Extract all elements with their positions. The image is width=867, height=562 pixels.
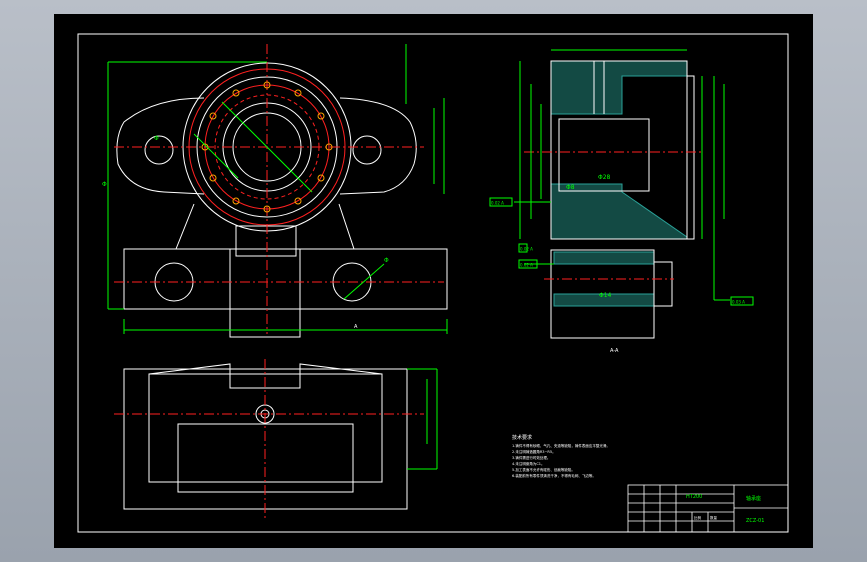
front-view-red: [114, 44, 444, 334]
front-view-dims: [107, 44, 448, 334]
section-outer: [550, 60, 688, 240]
title-block-part-name: 轴承座: [746, 495, 761, 502]
tolerance-text-4: 0.03 A: [732, 300, 745, 305]
tolerance-text-3: 0.02 A: [520, 247, 533, 252]
title-block-qty-label: 数量: [710, 515, 718, 520]
dim-text-height: Φ: [102, 181, 107, 188]
front-view: [116, 62, 448, 338]
dim-text-section-bottom: Φ14: [599, 292, 612, 299]
title-block-material: HT200: [686, 494, 702, 500]
top-view-dims: [407, 368, 438, 470]
title-block-scale-label: 比例: [694, 515, 702, 520]
section-hatch-lower-1: [553, 251, 655, 265]
tech-req-item-1: 1.铸件不得有砂眼、气孔、夹渣等缺陷，铸件表面应平整光滑。: [512, 443, 610, 448]
dim-text-left-bore: Φ: [154, 135, 159, 142]
left-lug-hole: [144, 135, 174, 165]
technical-requirements: 技术要求 1.铸件不得有砂眼、气孔、夹渣等缺陷，铸件表面应平整光滑。 2.未注明…: [512, 434, 610, 478]
tolerance-text-2: 0.02 A: [520, 263, 533, 268]
dim-text-section-bore: Φ28: [598, 174, 611, 181]
tech-req-item-4: 4.未注明倒角为C1。: [512, 461, 545, 466]
tolerance-frame-3: [518, 243, 528, 253]
dim-text-right-bore: Φ: [384, 257, 389, 264]
dim-text-section-small: Φ8: [566, 184, 575, 191]
tolerance-frames: [489, 197, 754, 306]
cad-drawing-canvas[interactable]: Φ Φ Φ: [54, 14, 813, 548]
drawing-svg: Φ Φ Φ: [77, 33, 789, 533]
tech-req-item-3: 3.铸件需进行时效处理。: [512, 455, 550, 460]
section-outline: [550, 60, 695, 339]
base-block: [123, 248, 448, 310]
section-lower-stub: [653, 261, 673, 307]
tech-req-title: 技术要求: [512, 434, 532, 441]
tolerance-frame-1: [489, 197, 513, 207]
tolerance-text-1: 0.02 A: [491, 201, 504, 206]
outer-frame: [77, 33, 789, 533]
tech-req-item-6: 6.装配前所有零件须清洗干净，不得有毛刺、飞边等。: [512, 473, 596, 478]
top-view-red: [114, 359, 424, 519]
top-view-slope: [148, 363, 383, 389]
view-mark-label: A: [354, 324, 358, 330]
bolt-holes: [201, 81, 333, 213]
section-dims: [514, 49, 730, 301]
section-bore: [558, 118, 650, 192]
right-lug-outline: [339, 97, 417, 195]
base-center-block: [229, 248, 301, 338]
tech-req-item-5: 5.加工表面不允许有碰伤、划痕等缺陷。: [512, 467, 575, 472]
section-view: [550, 60, 688, 307]
section-hatch-bottom: [550, 183, 688, 240]
section-red: [524, 151, 704, 280]
tolerance-frame-4: [730, 296, 754, 306]
web-block: [235, 225, 297, 257]
section-hatch-top: [550, 60, 688, 115]
tolerance-frame-2: [518, 259, 538, 269]
title-block: [627, 484, 789, 533]
section-mark-label: A-A: [610, 348, 619, 354]
tech-req-item-2: 2.未注明铸造圆角R3~R5。: [512, 449, 556, 454]
title-block-drawing-no: ZCZ-01: [746, 518, 764, 524]
right-lug-hole: [352, 135, 382, 165]
left-lug-outline: [116, 97, 205, 195]
